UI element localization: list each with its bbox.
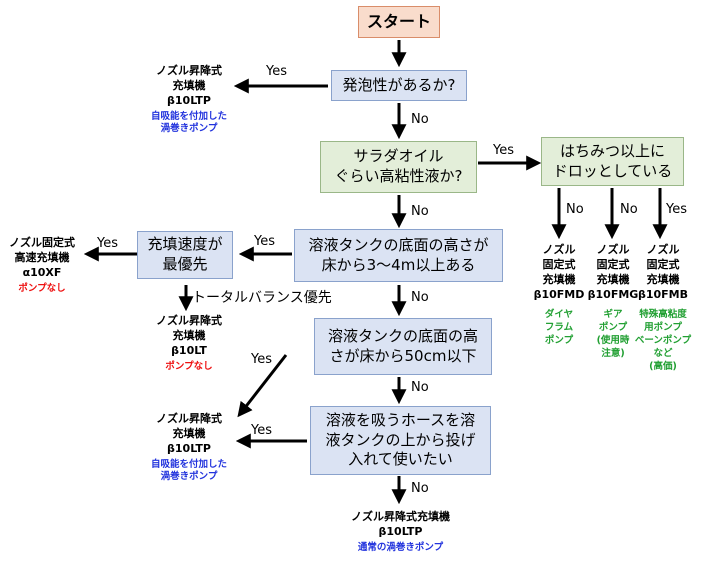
edge-label-q7-no: No [411,481,429,496]
question-honey-thick: はちみつ以上に ドロッとしている [541,137,684,186]
result-title: ノズル昇降式 充填機 β10LTP [156,412,222,455]
result-beta10ltp-selfpriming: ノズル昇降式 充填機 β10LTP 自吸能を付加した 渦巻きポンプ [138,64,240,136]
question-hose-from-top: 溶液を吸うホースを溶 液タンクの上から投げ 入れて使いたい [310,406,491,475]
result-note: ギア ポンプ (使用時 注意) [596,309,630,359]
edge-label-q3-no-1: No [566,202,584,217]
edge-label-q1-yes: Yes [266,64,287,79]
edge-label-q1-no: No [411,112,429,127]
result-beta10fmd: ノズル 固定式 充填機 β10FMD ダイヤ フラム ポンプ [530,243,588,348]
result-note: 自吸能を付加した 渦巻きポンプ [150,458,227,483]
start-node: スタート [358,6,440,38]
result-note: ダイヤ フラム ポンプ [544,309,574,346]
result-title: ノズル 固定式 充填機 β10FMG [587,243,639,301]
edge-label-q4-yes: Yes [254,234,275,249]
result-title: ノズル 固定式 充填機 β10FMB [637,243,689,301]
result-note: ポンプなし [18,282,66,294]
result-note: ポンプなし [165,360,213,372]
result-note: 特殊高粘度 用ポンプ ベーンポンプ など (高価) [634,309,692,372]
question-tank-height-high: 溶液タンクの底面の高さが 床から3〜4m以上ある [294,229,503,282]
edge-label-q4-no: No [411,290,429,305]
result-note: 自吸能を付加した 渦巻きポンプ [150,110,227,135]
balance-priority-note: トータルバランス優先 [192,290,332,306]
result-title: ノズル昇降式 充填機 β10LT [156,314,222,357]
question-tank-height-low: 溶液タンクの底面の高 さが床から50cm以下 [314,318,492,375]
edge-label-q3-no-2: No [620,202,638,217]
edge-label-q6-yes: Yes [251,352,272,367]
result-title: ノズル昇降式 充填機 β10LTP [156,64,222,107]
result-beta10lt: ノズル昇降式 充填機 β10LT ポンプなし [138,314,240,373]
result-beta10fmb: ノズル 固定式 充填機 β10FMB 特殊高粘度 用ポンプ ベーンポンプ など … [628,243,698,373]
edge-q6-yes [237,354,288,418]
result-beta10ltp-selfpriming-2: ノズル昇降式 充填機 β10LTP 自吸能を付加した 渦巻きポンプ [138,412,240,484]
edge-label-q6-no: No [411,380,429,395]
result-beta10ltp-standard: ノズル昇降式充填機 β10LTP 通常の渦巻きポンプ [318,510,483,555]
edge-label-q2-no: No [411,204,429,219]
result-alpha10xf: ノズル固定式 高速充填機 α10XF ポンプなし [0,236,84,295]
edge-label-q7-yes: Yes [251,423,272,438]
result-title: ノズル 固定式 充填機 β10FMD [533,243,585,301]
edge-label-q5-yes: Yes [97,236,118,251]
question-speed-priority: 充填速度が 最優先 [137,231,233,279]
question-foaming: 発泡性があるか? [331,70,467,101]
result-title: ノズル固定式 高速充填機 α10XF [9,236,75,279]
edge-label-q2-yes: Yes [493,143,514,158]
edge-label-q3-yes: Yes [666,202,687,217]
result-note: 通常の渦巻きポンプ [357,541,444,553]
question-high-viscosity: サラダオイル ぐらい高粘性液か? [320,141,477,193]
result-beta10fmg: ノズル 固定式 充填機 β10FMG ギア ポンプ (使用時 注意) [584,243,642,361]
result-title: ノズル昇降式充填機 β10LTP [351,510,450,538]
